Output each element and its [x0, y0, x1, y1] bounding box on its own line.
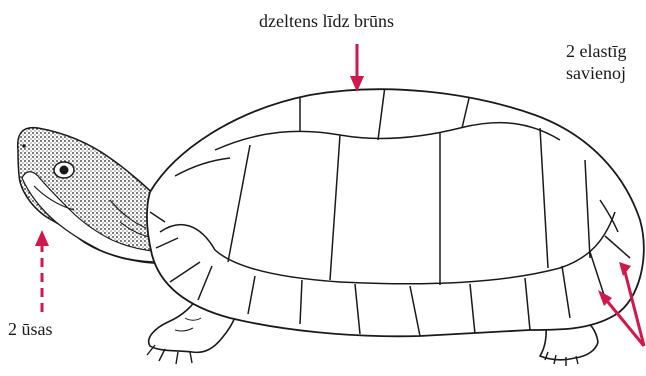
hinges-label-line1: 2 elastīg: [566, 40, 627, 62]
hinges-label: 2 elastīg savienoj: [566, 40, 627, 84]
barbels-arrow: [35, 230, 49, 312]
shell-color-arrow: [350, 44, 364, 92]
carapace: [147, 86, 644, 336]
hinges-label-line2: savienoj: [566, 62, 627, 84]
shell-color-label: dzeltens līdz brūns: [259, 10, 394, 32]
barbels-label: 2 ūsas: [8, 318, 53, 340]
